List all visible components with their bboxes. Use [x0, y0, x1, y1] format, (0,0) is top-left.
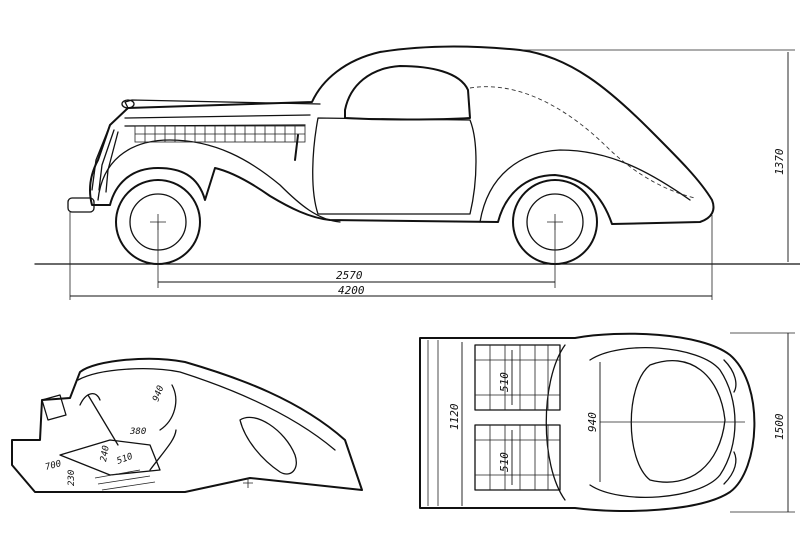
- side-window: [344, 65, 471, 121]
- interior-section: 940 380 240 510 700 230: [11, 357, 363, 493]
- windshield-outline: [545, 344, 566, 501]
- front-bumper: [67, 197, 95, 213]
- dim-510-label: 510: [116, 452, 135, 467]
- rear-seat-width-label: 510: [498, 452, 511, 472]
- top-view: 1120 510 510 940 1500: [419, 332, 795, 513]
- wheelbase-dimension: 2570: [157, 222, 556, 288]
- roof-inner: [77, 368, 336, 451]
- rear-deck: [589, 347, 736, 498]
- steering-wheel: [79, 393, 119, 446]
- dim-940-label: 940: [151, 384, 166, 403]
- wheelbase-label: 2570: [336, 269, 363, 282]
- grille: [91, 124, 119, 193]
- headlight: [121, 99, 135, 109]
- cabin-length-label: 940: [586, 412, 599, 432]
- hood: [124, 99, 321, 127]
- front-seat-top: [474, 344, 561, 411]
- overall-width-label: 1500: [773, 413, 786, 440]
- rear-seat-top: [474, 424, 561, 491]
- cushion-hatch: [94, 469, 156, 491]
- section-body-outline: [11, 357, 363, 493]
- height-dimension: 1370: [520, 49, 795, 262]
- rear-wheel-arch: [239, 416, 297, 475]
- front-seat-width-label: 510: [498, 372, 511, 392]
- height-label: 1370: [773, 148, 786, 175]
- inner-width-label: 1120: [448, 403, 461, 430]
- length-label: 4200: [338, 284, 365, 297]
- rear-roofline: [469, 86, 696, 199]
- length-dimension: 4200: [69, 212, 713, 300]
- front-panel: [41, 394, 67, 421]
- crosshair-mark: [243, 478, 253, 488]
- hood-louvres: [134, 125, 306, 143]
- seat-back: [149, 384, 177, 471]
- rear-fender: [479, 149, 691, 223]
- rear-light-left: [723, 359, 737, 393]
- top-body-outline: [419, 332, 756, 512]
- rear-light-right: [723, 451, 737, 485]
- dim-380-label: 380: [129, 427, 146, 437]
- car-body-outline: [89, 45, 715, 225]
- front-fender: [97, 139, 341, 223]
- rear-window-top: [630, 360, 726, 483]
- side-view: 1370 2570 4200: [34, 45, 800, 300]
- dim-700-label: 700: [44, 459, 62, 473]
- door-handle: [294, 134, 299, 161]
- dim-240-label: 240: [99, 445, 112, 463]
- door-outline: [312, 117, 477, 215]
- floor-pedals: [59, 439, 161, 476]
- dim-230-label: 230: [67, 470, 77, 486]
- side-edge: [427, 340, 439, 506]
